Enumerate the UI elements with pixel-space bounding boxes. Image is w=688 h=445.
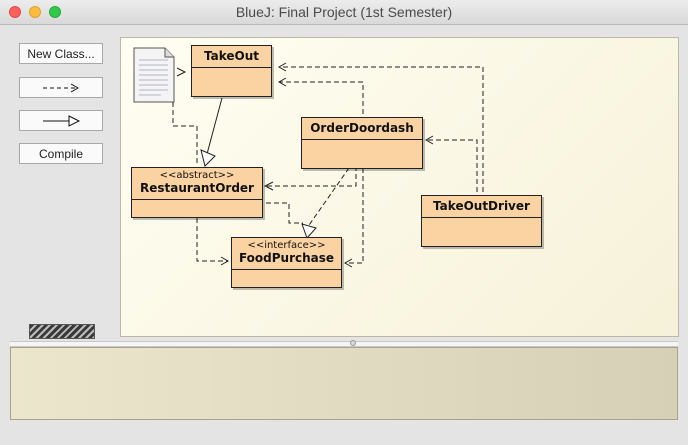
object-bench[interactable] (10, 347, 678, 420)
divider-handle[interactable] (350, 340, 356, 346)
class-stereotype: <<interface>> (247, 240, 326, 251)
new-class-button[interactable]: New Class... (19, 43, 103, 64)
class-name: OrderDoordash (310, 121, 414, 135)
class-foodpurchase[interactable]: <<interface>> FoodPurchase (231, 237, 342, 288)
class-name: FoodPurchase (238, 251, 335, 265)
new-inheritance-button[interactable] (19, 110, 103, 131)
new-dependency-button[interactable] (19, 77, 103, 98)
class-stereotype: <<abstract>> (159, 170, 235, 181)
class-name: RestaurantOrder (140, 181, 254, 195)
maximize-window-button[interactable] (49, 6, 61, 18)
title-bar[interactable]: BlueJ: Final Project (1st Semester) (0, 0, 688, 25)
machine-status-indicator (29, 324, 95, 339)
class-name: TakeOut (203, 49, 259, 63)
class-restaurantorder[interactable]: <<abstract>> RestaurantOrder (131, 167, 263, 218)
close-window-button[interactable] (9, 6, 21, 18)
class-takeoutdriver[interactable]: TakeOutDriver (421, 195, 542, 247)
window-title: BlueJ: Final Project (1st Semester) (235, 4, 453, 20)
relationship-arrows (133, 47, 484, 268)
class-takeout[interactable]: TakeOut (191, 45, 272, 97)
class-diagram-canvas[interactable]: TakeOut OrderDoordash <<abstract>> Resta… (120, 37, 679, 337)
document-icon (133, 47, 175, 103)
compile-button[interactable]: Compile (19, 143, 103, 164)
class-name: TakeOutDriver (433, 199, 530, 213)
panel-divider[interactable] (10, 340, 678, 347)
minimize-window-button[interactable] (29, 6, 41, 18)
hollow-arrow-icon (43, 114, 81, 127)
class-orderdoordash[interactable]: OrderDoordash (301, 117, 423, 169)
dashed-arrow-icon (43, 83, 80, 92)
